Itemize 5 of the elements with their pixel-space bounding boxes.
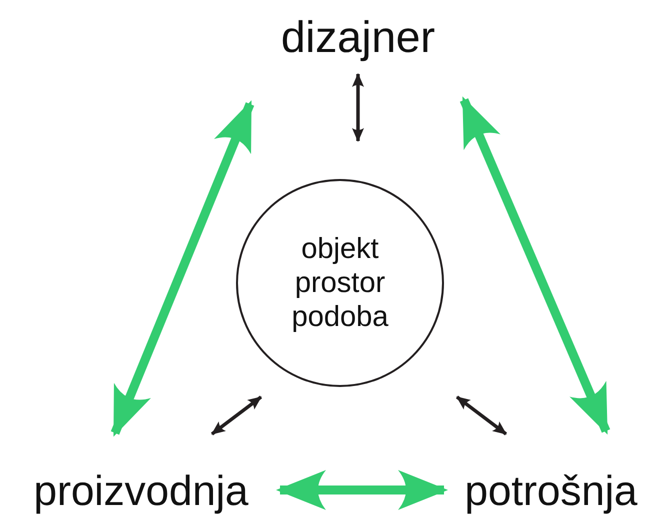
node-label: potrošnja [464,466,638,516]
node-text: objekt prostor podoba [290,232,390,334]
circle-node [236,179,444,387]
node-label: proizvodnja [34,466,248,516]
node-label: dizajner [280,12,436,64]
